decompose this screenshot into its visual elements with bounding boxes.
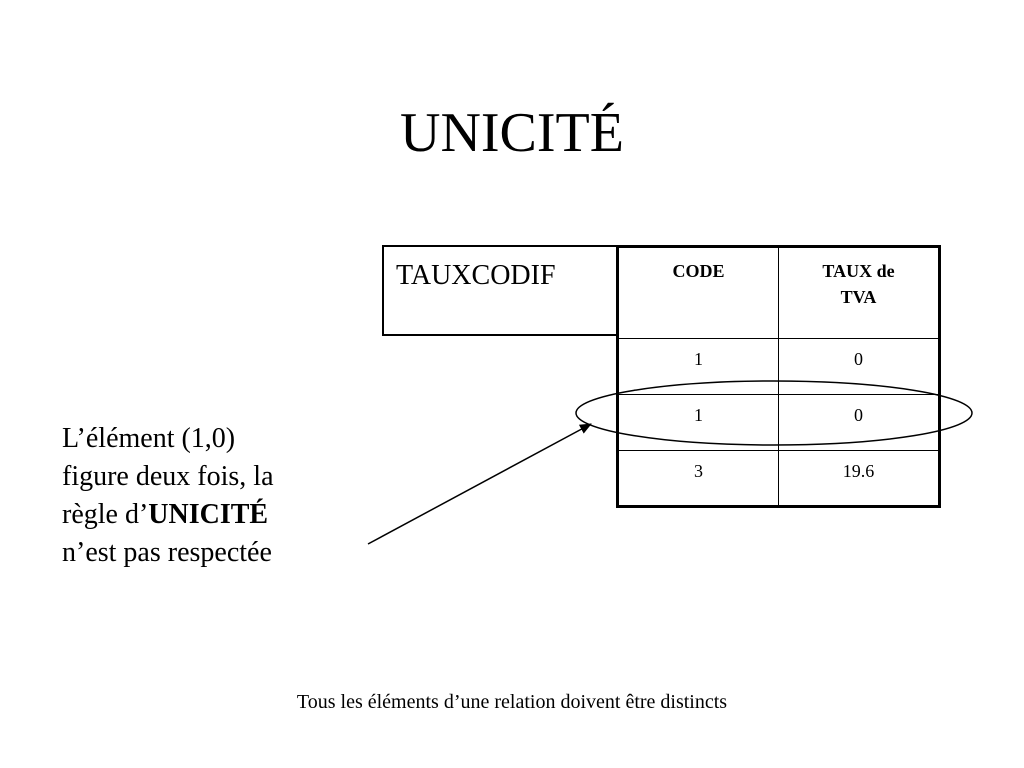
slide-footer: Tous les éléments d’une relation doivent…: [296, 691, 728, 713]
caption-line: règle d’UNICITÉ: [62, 496, 362, 534]
table-cell-code: 3: [617, 450, 779, 507]
relation-table: CODE TAUX de TVA 1 0 1 0 3 19.6: [616, 245, 941, 508]
caption-line: figure deux fois, la: [62, 461, 274, 492]
caption-line: L’élément (1,0): [62, 423, 236, 454]
pointer-arrow: [367, 423, 592, 545]
column-header-taux-de-tva-label: TAUX de TVA: [822, 261, 895, 307]
column-header-code: CODE: [617, 246, 779, 339]
table-row: 3 19.6: [617, 450, 940, 507]
slide-title: UNICITÉ: [400, 102, 624, 164]
relation-name-box: TAUXCODIF: [382, 245, 618, 336]
table-header-row: CODE TAUX de TVA: [617, 246, 940, 339]
explanation-caption: L’élément (1,0) figure deux fois, la règ…: [62, 420, 362, 572]
caption-line-prefix: règle d’: [62, 499, 149, 530]
caption-emphasis-unicite: UNICITÉ: [148, 499, 269, 530]
relation-name-label: TAUXCODIF: [396, 260, 556, 291]
table-cell-taux: 0: [778, 338, 940, 395]
caption-line: n’est pas respectée: [62, 537, 272, 568]
table-row: 1 0: [617, 338, 940, 395]
duplicate-highlight-ellipse: [575, 380, 973, 446]
table-cell-taux: 19.6: [778, 450, 940, 507]
column-header-taux-de-tva: TAUX de TVA: [778, 246, 940, 339]
